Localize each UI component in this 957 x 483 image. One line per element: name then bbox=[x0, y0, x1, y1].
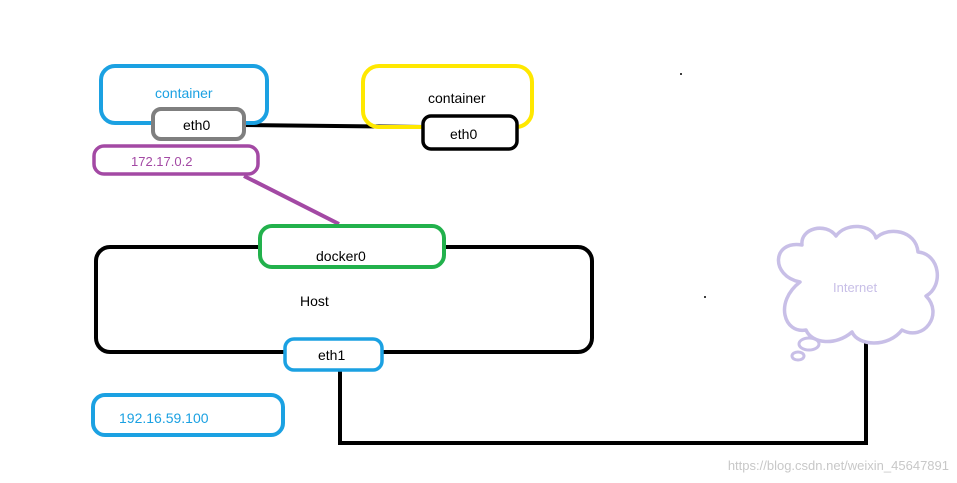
host-eth1-label: eth1 bbox=[318, 347, 345, 363]
container-right-eth0-box bbox=[421, 114, 519, 151]
ip-to-docker0-link bbox=[243, 174, 340, 226]
container-left-eth0-label: eth0 bbox=[183, 117, 210, 133]
host-ip-label: 192.16.59.100 bbox=[119, 410, 209, 426]
host-ip-box bbox=[91, 393, 285, 437]
host-label: Host bbox=[300, 293, 329, 309]
container-left-eth0-box bbox=[151, 107, 246, 141]
cloud-icon bbox=[776, 224, 940, 362]
container-right-label: container bbox=[428, 90, 486, 106]
watermark-text: https://blog.csdn.net/weixin_45647891 bbox=[728, 458, 949, 473]
docker0-label: docker0 bbox=[316, 248, 366, 264]
stray-dot bbox=[704, 296, 706, 298]
eth1-to-internet-link bbox=[338, 340, 868, 445]
docker0-box bbox=[258, 224, 446, 269]
internet-label: Internet bbox=[833, 280, 877, 295]
stray-dot bbox=[680, 73, 682, 75]
host-eth1-box bbox=[283, 337, 384, 372]
container-left-label: container bbox=[155, 85, 213, 101]
container-right-eth0-label: eth0 bbox=[450, 126, 477, 142]
container-left-ip-box bbox=[92, 144, 260, 176]
container-left-ip-label: 172.17.0.2 bbox=[131, 154, 192, 169]
